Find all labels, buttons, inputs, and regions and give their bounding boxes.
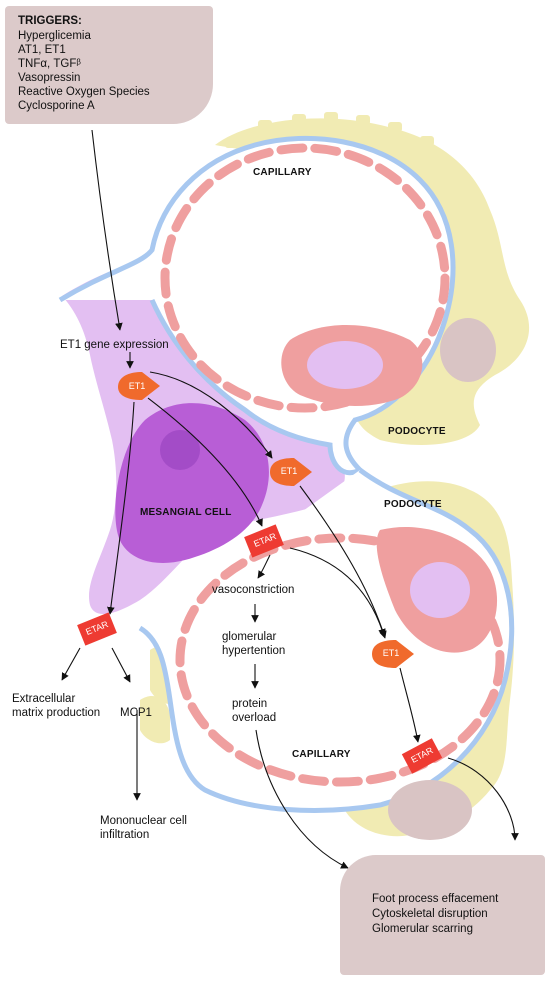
triggers-box bbox=[5, 6, 213, 124]
et1-molecule-1 bbox=[118, 372, 160, 400]
protein-overload-line2: overload bbox=[232, 712, 277, 724]
mesangial-cell-label: MESANGIAL CELL bbox=[140, 507, 232, 518]
capillary-lower-label: CAPILLARY bbox=[292, 749, 351, 760]
outcome-item: Cytoskeletal disruption bbox=[372, 908, 488, 920]
trigger-item: AT1, ET1 bbox=[18, 44, 66, 56]
mesangial-nucleus bbox=[115, 403, 269, 563]
trigger-item: Hyperglicemia bbox=[18, 30, 91, 42]
trigger-item: TNFα, TGFᵝ bbox=[18, 58, 81, 70]
etar-receptor-3 bbox=[401, 738, 443, 774]
extracellular-matrix-line1: Extracellular bbox=[12, 693, 76, 705]
vasoconstriction-label: vasoconstriction bbox=[212, 584, 295, 596]
podocyte-lower-label: PODOCYTE bbox=[384, 499, 442, 510]
capillary-upper-endothelial-nucleus bbox=[307, 341, 383, 389]
outcome-item: Foot process effacement bbox=[372, 893, 499, 905]
gene-expression-label: ET1 gene expression bbox=[60, 339, 169, 351]
glomerular-hypertension-line1: glomerular bbox=[222, 631, 277, 643]
arrow-etar2-to-mcp1 bbox=[111, 647, 131, 683]
et1-molecule-3 bbox=[372, 640, 414, 668]
mononuclear-line2: infiltration bbox=[100, 829, 150, 841]
mononuclear-line1: Mononuclear cell bbox=[100, 815, 187, 827]
protein-overload-line1: protein bbox=[232, 698, 268, 710]
trigger-item: Cyclosporine A bbox=[18, 100, 95, 112]
arrow-etar3-to-outcome bbox=[447, 757, 519, 841]
arrow-protein-to-outcome bbox=[255, 729, 349, 869]
outcome-box bbox=[340, 855, 545, 975]
capillary-upper-label: CAPILLARY bbox=[253, 167, 312, 178]
arrow-triggers-to-gene bbox=[91, 129, 123, 331]
podocyte-lower-nucleus bbox=[388, 780, 472, 840]
foot-process-bumps bbox=[225, 112, 434, 148]
trigger-item: Vasopressin bbox=[18, 72, 81, 84]
triggers-title: TRIGGERS: bbox=[18, 15, 82, 27]
mcp1-label: MCP1 bbox=[120, 707, 152, 719]
capillary-lower-endothelium bbox=[175, 533, 505, 787]
capillary-lower-endothelial-nucleus bbox=[410, 562, 470, 618]
et1-molecule-2 bbox=[270, 458, 312, 486]
trigger-item: Reactive Oxygen Species bbox=[18, 86, 150, 98]
arrow-etar1-to-et1c bbox=[289, 547, 386, 637]
et1-label-2: ET1 bbox=[280, 466, 298, 476]
arrow-et1-to-etar1 bbox=[147, 397, 263, 527]
glomerular-hypertension-line2: hypertention bbox=[222, 645, 286, 657]
podocyte-upper-label: PODOCYTE bbox=[388, 426, 446, 437]
podocyte-upper-nucleus bbox=[440, 318, 496, 382]
arrow-et1c-to-etar3 bbox=[399, 667, 421, 743]
outcome-item: Glomerular scarring bbox=[372, 923, 473, 935]
arrow-et1-to-etar2 bbox=[107, 401, 135, 615]
etar-receptor-2 bbox=[77, 612, 117, 646]
mesangial-nucleolus bbox=[160, 430, 200, 470]
arrow-etar2-to-ecm bbox=[61, 647, 81, 681]
pathway-arrows bbox=[61, 129, 519, 869]
arrow-et1-to-et1b bbox=[149, 371, 273, 459]
capillary-upper-endothelium bbox=[160, 143, 450, 413]
et1-label-3: ET1 bbox=[382, 648, 400, 658]
etar-receptor-1 bbox=[244, 524, 284, 558]
arrow-etar1-to-vaso bbox=[257, 554, 271, 579]
et1-label-1: ET1 bbox=[128, 381, 146, 391]
extracellular-matrix-line2: matrix production bbox=[12, 707, 101, 719]
